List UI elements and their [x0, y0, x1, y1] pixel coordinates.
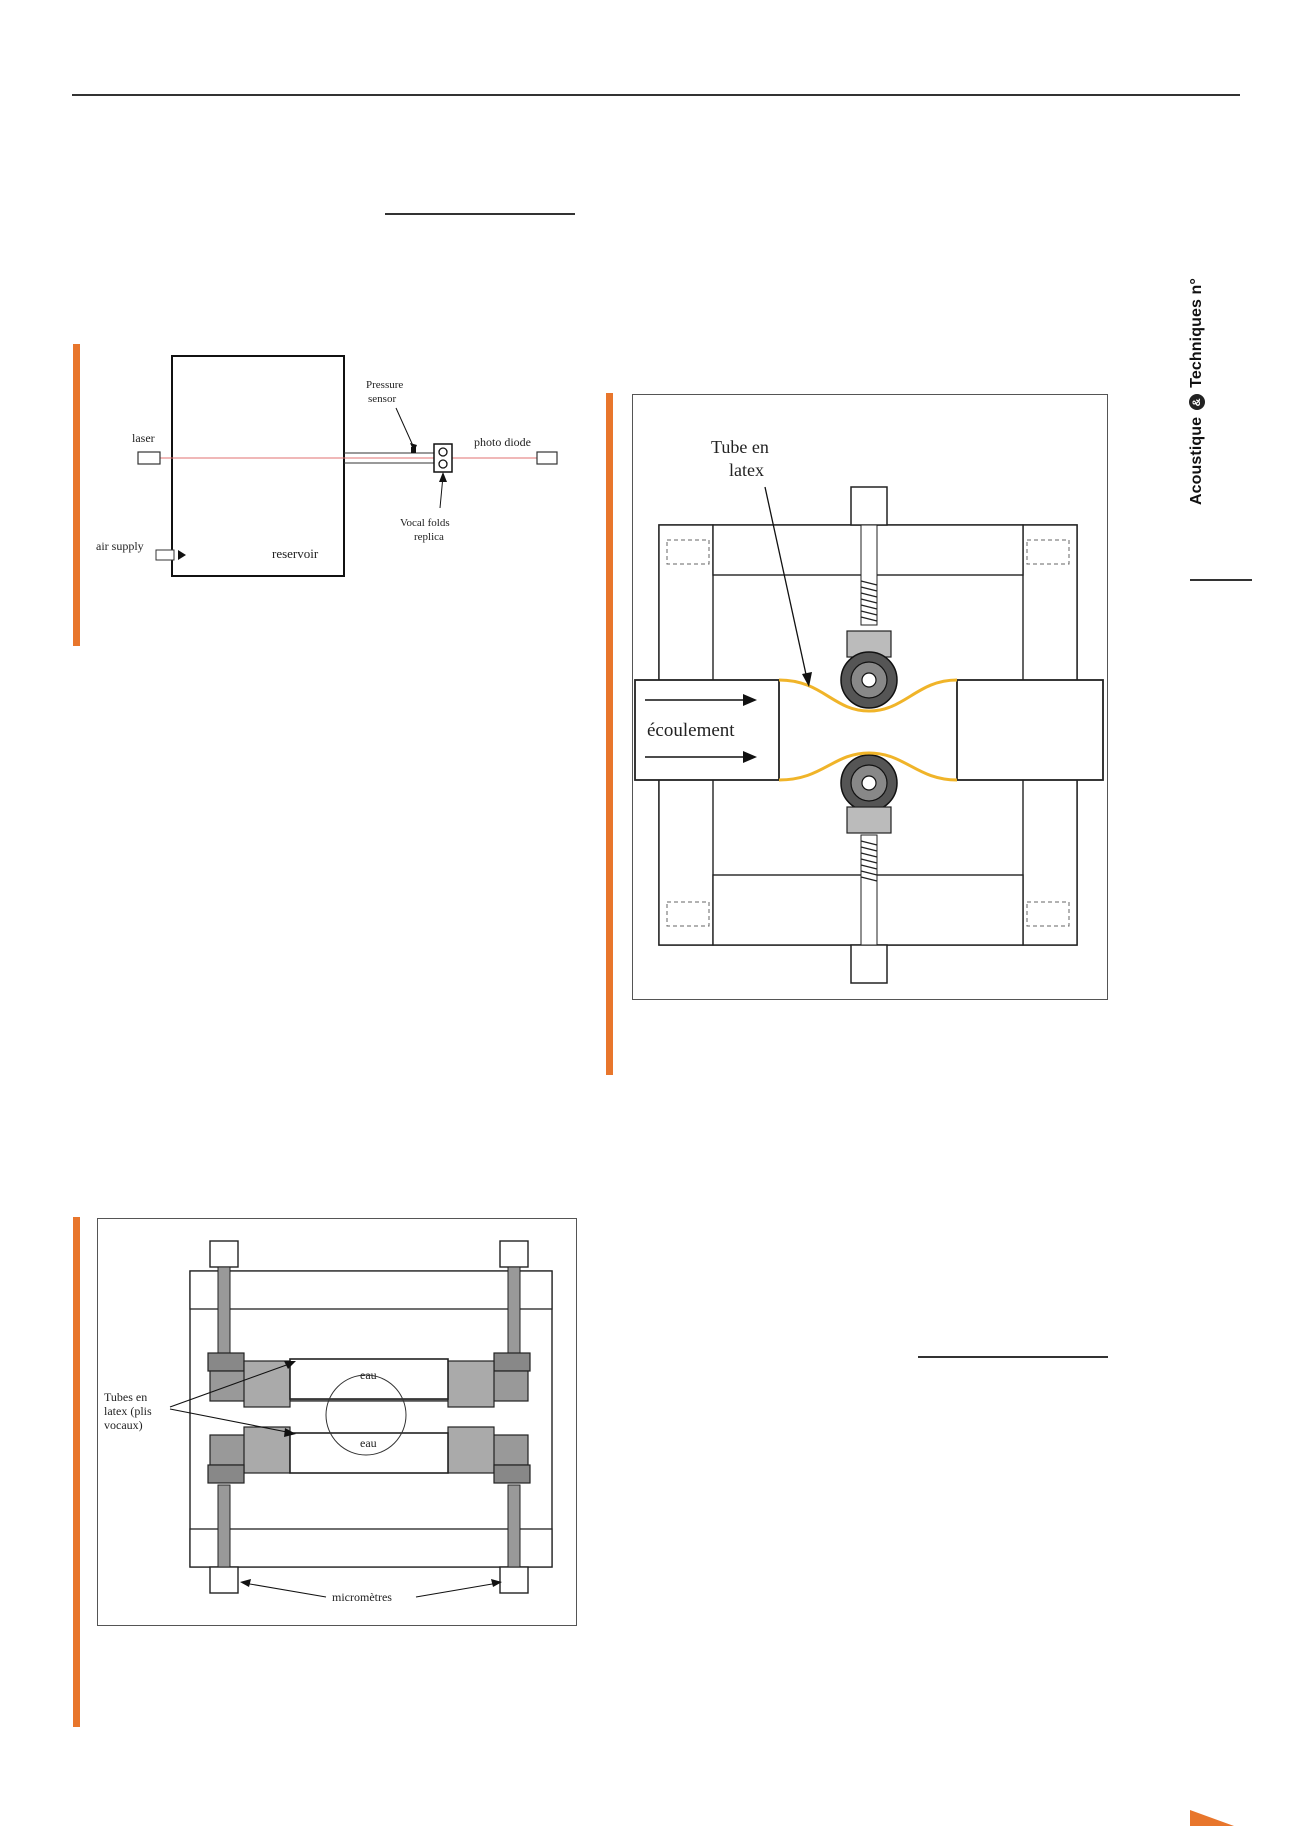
top-roller-hub [861, 672, 877, 688]
apparatus-frame [189, 1270, 553, 1568]
screw-top-left [217, 1266, 231, 1354]
top-screw-thread [860, 580, 878, 622]
figure3-latex-tube-diagram: écoulement Tube en latex [634, 437, 1104, 984]
figure2-vocal-folds-apparatus: eau eau Tubes en latex (plis vocaux) mic… [104, 1240, 553, 1604]
reservoir-box [171, 355, 345, 577]
pressure-sensor-label-2: sensor [368, 393, 396, 405]
tubes-arrowhead-lower [284, 1428, 296, 1437]
reservoir-label: reservoir [272, 546, 319, 561]
figure3-accent-bar [606, 393, 613, 1075]
frame-top-bar [189, 1270, 553, 1310]
micrometer-head-top-right [499, 1240, 529, 1268]
air-supply-inlet [155, 549, 175, 561]
figure2-accent-bar [73, 1217, 80, 1727]
frame-bottom-bar [189, 1528, 553, 1568]
tubes-arrowhead-upper [284, 1361, 296, 1369]
slot-top-left [666, 539, 710, 565]
journal-title-part2: Techniques n° [1188, 278, 1205, 388]
micrometer-head-bottom-right [499, 1566, 529, 1594]
micrometres-arrowhead-right [491, 1579, 502, 1587]
top-screw-shaft [860, 524, 878, 626]
figure1-setup-diagram: reservoir laser Pressure sensor photo di… [96, 355, 558, 577]
upper-clamp-right [493, 1352, 531, 1372]
tubes-label-3: vocaux) [104, 1418, 143, 1432]
tube-label-pointer [764, 486, 808, 680]
tubes-label-1: Tubes en [104, 1390, 147, 1404]
slot-bottom-right [1026, 901, 1070, 927]
flow-arrowhead-lower [743, 751, 757, 763]
header-rule [72, 94, 1240, 96]
upper-block-right [447, 1360, 495, 1408]
lower-clamp-left [207, 1464, 245, 1484]
top-micrometer-head [850, 486, 888, 526]
photo-diode-label: photo diode [474, 435, 531, 449]
lower-block-right [447, 1426, 495, 1474]
micrometer-head-bottom-left [209, 1566, 239, 1594]
lower-latex-tube [289, 1432, 449, 1474]
tube-label-1: Tube en [711, 437, 769, 457]
flow-arrowhead-upper [743, 694, 757, 706]
page-corner-arrow [1190, 1810, 1234, 1826]
bottom-screw-shaft [860, 834, 878, 946]
tubes-label-2: latex (plis [104, 1404, 152, 1418]
slot-bottom-left [666, 901, 710, 927]
photo-diode [536, 451, 558, 465]
outlet-pipe [956, 679, 1104, 781]
section-rule-right [918, 1356, 1108, 1358]
pressure-sensor-pointer [395, 407, 415, 449]
micrometres-pointer-left [243, 1582, 327, 1598]
tube-label-2: latex [729, 460, 764, 480]
vocal-folds-arrowhead [439, 472, 447, 482]
vocal-folds-label-2: replica [414, 531, 444, 543]
bottom-screw-thread [860, 840, 878, 882]
latex-tube-lower [778, 751, 958, 782]
inlet-pipe [634, 679, 780, 781]
fold-lower [438, 459, 448, 469]
screw-bottom-left [217, 1484, 231, 1568]
screw-bottom-right [507, 1484, 521, 1568]
flow-label: écoulement [647, 720, 735, 741]
lower-block-left [243, 1426, 291, 1474]
fold-upper [438, 447, 448, 457]
upper-clamp-left [207, 1352, 245, 1372]
laser-label: laser [132, 431, 155, 445]
journal-title: Acoustique & Techniques n° [1188, 278, 1212, 505]
journal-title-part1: Acoustique [1188, 416, 1205, 505]
micrometres-arrowhead-left [240, 1579, 251, 1587]
screw-top-right [507, 1266, 521, 1354]
figure1-accent-bar [73, 344, 80, 646]
laser-source [137, 451, 161, 465]
upper-block-left [243, 1360, 291, 1408]
glottis-circle [325, 1374, 407, 1456]
air-supply-arrow [178, 550, 186, 560]
tubes-pointer-upper [169, 1362, 293, 1408]
pressure-sensor-label-1: Pressure [366, 379, 403, 391]
upper-latex-tube [289, 1358, 449, 1400]
latex-tube-upper [778, 678, 958, 713]
air-supply-label: air supply [96, 539, 144, 553]
lower-clamp-right [493, 1464, 531, 1484]
tube-label-arrowhead [802, 672, 812, 687]
micrometer-head-top-left [209, 1240, 239, 1268]
bottom-roller-hub [861, 775, 877, 791]
micrometres-pointer-right [415, 1582, 499, 1598]
eau-label-bottom: eau [360, 1436, 377, 1450]
vocal-folds-label-1: Vocal folds [400, 517, 450, 529]
slot-top-right [1026, 539, 1070, 565]
pressure-sensor [411, 447, 416, 453]
side-rule [1190, 579, 1252, 581]
bottom-micrometer-head [850, 944, 888, 984]
journal-ampersand-badge: & [1189, 394, 1205, 411]
section-rule-left [385, 213, 575, 215]
tubes-pointer-lower [169, 1408, 293, 1434]
bottom-roller-mount [846, 806, 892, 834]
micrometres-label: micromètres [332, 1590, 392, 1604]
